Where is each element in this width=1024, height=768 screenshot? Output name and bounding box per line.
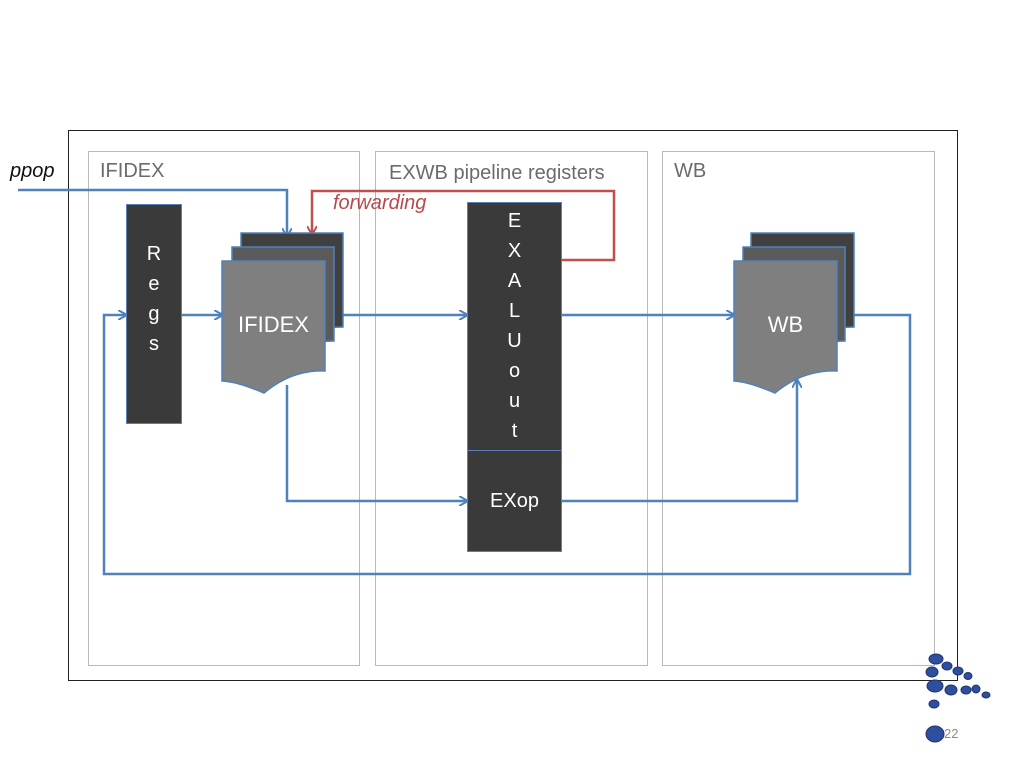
exaluout-letter: X bbox=[507, 240, 522, 262]
stage-ifidex-title: IFIDEX bbox=[100, 160, 165, 182]
exaluout-letter: t bbox=[511, 420, 518, 442]
logo-spheres bbox=[925, 653, 991, 743]
exop-label: EXop bbox=[490, 489, 539, 512]
exop-to-wb-wire bbox=[562, 380, 797, 503]
wb-register-label: WB bbox=[767, 312, 804, 337]
exaluout-letter: o bbox=[508, 360, 521, 382]
forwarding-wire bbox=[312, 189, 616, 262]
exaluout-block: E X A L U o u t bbox=[467, 202, 562, 452]
stage-exwb-title: EXWB pipeline registers bbox=[389, 162, 605, 184]
exaluout-letter: E bbox=[507, 210, 522, 232]
exaluout-letter: L bbox=[508, 300, 521, 322]
regs-block: R e g s bbox=[126, 204, 182, 424]
exaluout-letter: U bbox=[507, 330, 522, 352]
exaluout-letter: A bbox=[507, 270, 522, 292]
regs-letter: e bbox=[148, 273, 160, 295]
slide-number: 22 bbox=[944, 726, 959, 741]
ifidex-register-label: IFIDEX bbox=[238, 312, 309, 337]
exop-block: EXop bbox=[467, 450, 562, 552]
regs-letter: R bbox=[146, 243, 162, 265]
writeback-loop-wire bbox=[102, 315, 912, 576]
regs-letter: s bbox=[148, 333, 159, 355]
stage-wb-title: WB bbox=[674, 160, 707, 182]
ifidex-register-shape bbox=[221, 232, 344, 394]
ppop-label: ppop bbox=[10, 160, 55, 182]
ifidex-to-exop-wire bbox=[285, 385, 467, 501]
forwarding-label: forwarding bbox=[333, 192, 427, 214]
regs-letter: g bbox=[148, 303, 160, 325]
exaluout-label: E X A L U o u t bbox=[468, 203, 561, 446]
outer-frame bbox=[68, 130, 958, 681]
wb-register-shape bbox=[733, 232, 855, 394]
regs-label: R e g s bbox=[147, 239, 161, 359]
ppop-wire bbox=[18, 188, 287, 236]
exaluout-letter: u bbox=[508, 390, 521, 412]
